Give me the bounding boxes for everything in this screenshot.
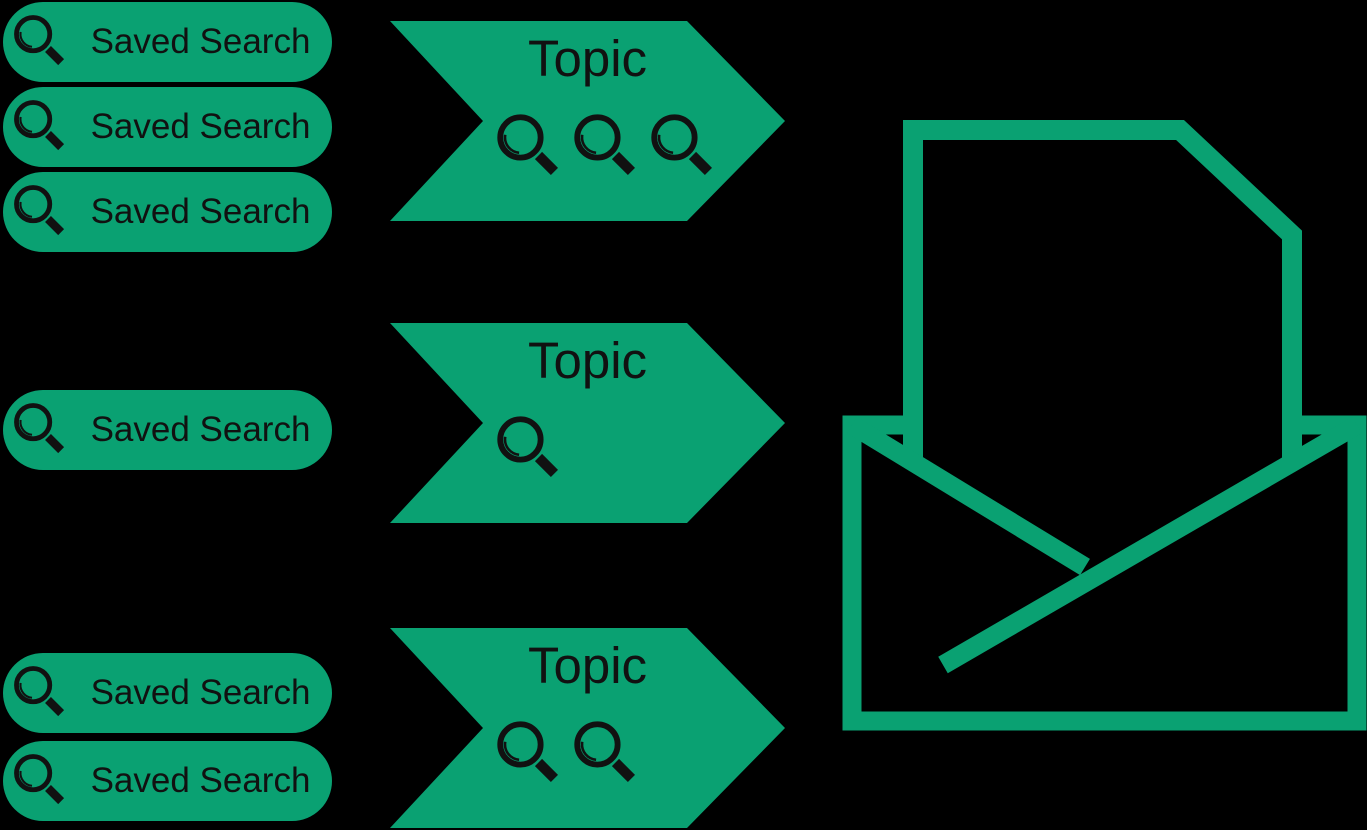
saved-search-pill: Saved Search: [3, 653, 332, 733]
saved-search-pill: Saved Search: [3, 741, 332, 821]
search-icon: [13, 665, 69, 721]
search-icon: [496, 415, 564, 483]
document-fill: [913, 130, 1292, 473]
search-icon: [13, 99, 69, 155]
topic-search-icons: [496, 113, 718, 181]
topic-chevron: Topic: [390, 21, 785, 221]
search-icon: [13, 184, 69, 240]
saved-search-label: Saved Search: [90, 761, 311, 800]
search-icon: [573, 720, 641, 788]
saved-search-pill: Saved Search: [3, 2, 332, 82]
envelope-flap-left: [847, 416, 1090, 576]
envelope-flap-right: [938, 416, 1362, 674]
topic-label: Topic: [527, 332, 648, 389]
topic-label: Topic: [527, 637, 648, 694]
search-icon: [13, 753, 69, 809]
search-icon: [496, 113, 564, 181]
saved-search-label: Saved Search: [90, 22, 311, 61]
saved-search-pill: Saved Search: [3, 390, 332, 470]
topic-chevron: Topic: [390, 628, 785, 828]
saved-search-label: Saved Search: [90, 410, 311, 449]
saved-search-label: Saved Search: [90, 107, 311, 146]
saved-search-label: Saved Search: [90, 673, 311, 712]
topic-search-icons: [496, 720, 641, 788]
search-icon: [13, 14, 69, 70]
document-outline: [903, 120, 1302, 463]
search-icon: [13, 402, 69, 458]
saved-search-label: Saved Search: [90, 192, 311, 231]
topic-search-icons: [496, 415, 564, 483]
saved-search-pill: Saved Search: [3, 87, 332, 167]
topic-chevron: Topic: [390, 323, 785, 523]
topic-label: Topic: [527, 30, 648, 87]
search-icon: [650, 113, 718, 181]
search-icon: [496, 720, 564, 788]
open-envelope-receiving-document-icon: [842, 120, 1367, 731]
topic-arrow-shape: [390, 323, 785, 523]
saved-search-pill: Saved Search: [3, 172, 332, 252]
search-icon: [573, 113, 641, 181]
